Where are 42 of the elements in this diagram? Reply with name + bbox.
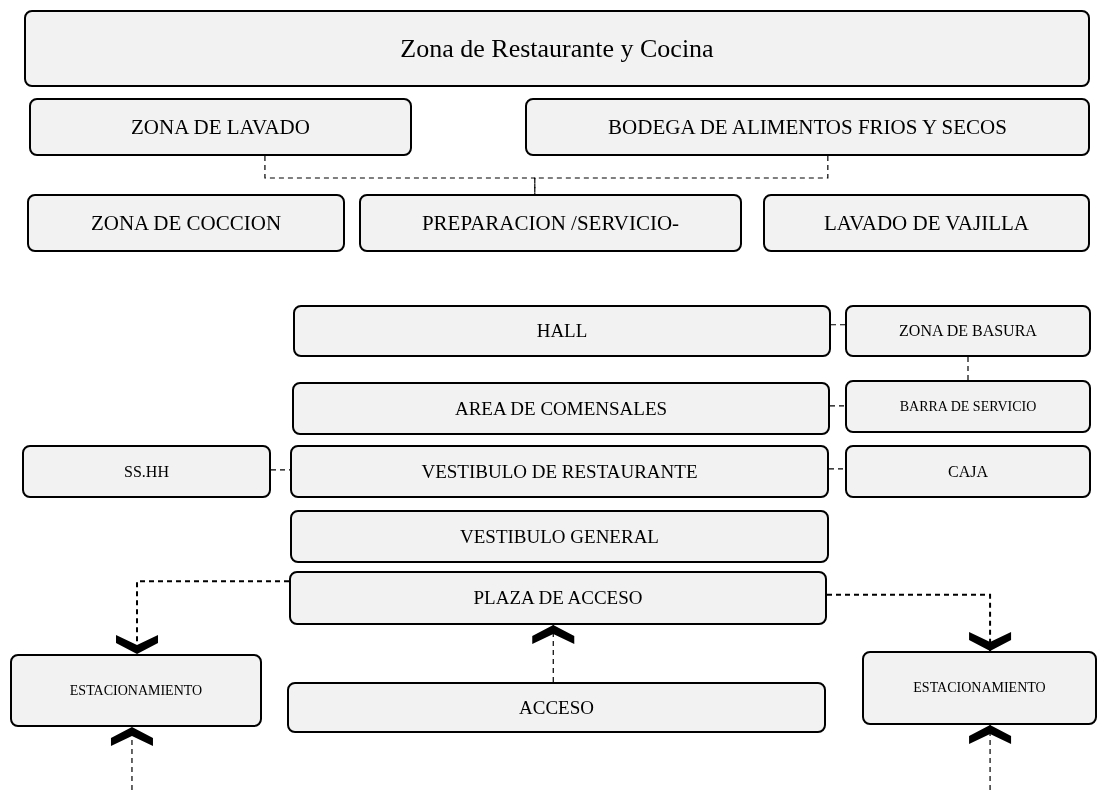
zone-label: PLAZA DE ACCESO <box>473 587 643 609</box>
zone-label: ZONA DE COCCION <box>90 210 282 236</box>
zone-box <box>10 654 262 727</box>
zone-box <box>24 10 1090 87</box>
zone-label: LAVADO DE VAJILLA <box>824 210 1029 236</box>
zone-box <box>359 194 742 252</box>
connector-line <box>967 356 969 381</box>
zone-label: PREPARACION /SERVICIO- <box>421 210 680 236</box>
zone-label: VESTIBULO DE RESTAURANTE <box>421 460 698 483</box>
zone-box <box>525 98 1090 156</box>
zone-label: SS.HH <box>124 462 169 481</box>
zone-box <box>763 194 1090 252</box>
zone-box <box>845 380 1091 433</box>
zone-label: HALL <box>536 320 588 342</box>
zone-label: ZONA DE BASURA <box>899 322 1037 340</box>
zone-label: Zona de Restaurante y Cocina <box>400 33 714 64</box>
connector-line <box>828 468 846 470</box>
zone-label: BODEGA DE ALIMENTOS FRIOS Y SECOS <box>608 114 1007 140</box>
zone-label: ACCESO <box>519 696 594 719</box>
zone-box <box>22 445 271 498</box>
zone-box <box>293 305 831 357</box>
zone-box <box>292 382 830 435</box>
zone-label: ZONA DE LAVADO <box>131 114 310 140</box>
connector-line <box>264 155 536 195</box>
zone-box <box>29 98 412 156</box>
zone-label: CAJA <box>948 462 988 481</box>
zone-box <box>862 651 1097 725</box>
connector-line <box>534 155 829 195</box>
zone-box <box>290 510 829 563</box>
zone-label: AREA DE COMENSALES <box>454 397 668 420</box>
zone-box <box>287 682 826 733</box>
zone-box <box>845 445 1091 498</box>
zone-box <box>27 194 345 252</box>
zone-box <box>289 571 827 625</box>
connector-line <box>830 324 846 326</box>
zone-label: VESTIBULO GENERAL <box>460 525 659 548</box>
zone-box <box>845 305 1091 357</box>
connector-line <box>829 405 846 407</box>
zone-label: ESTACIONAMIENTO <box>913 680 1046 696</box>
zone-label: ESTACIONAMIENTO <box>69 682 203 699</box>
zone-box <box>290 445 829 498</box>
zone-label: BARRA DE SERVICIO <box>899 398 1037 415</box>
